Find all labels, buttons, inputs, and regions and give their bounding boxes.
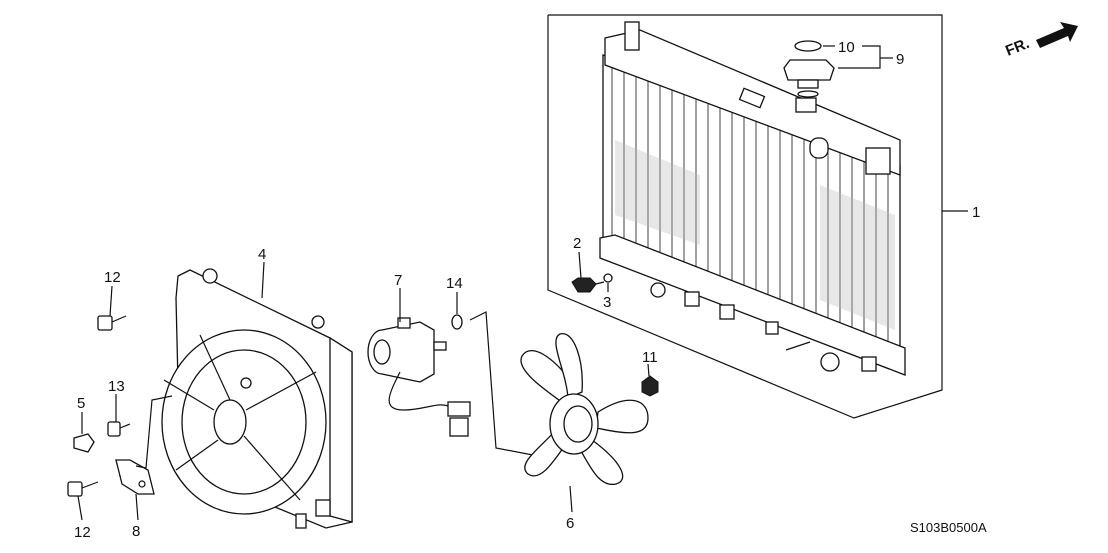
callout-flange-nut: 11 <box>642 349 658 366</box>
leader-bolt-bottom <box>77 495 83 521</box>
fan-blade-2 <box>555 333 583 399</box>
shroud-mount-mid <box>240 377 252 389</box>
upper-tank-tab <box>738 87 766 109</box>
leader-bolt-top <box>109 285 113 317</box>
upper-tank-bracket <box>865 147 891 175</box>
radiator <box>547 14 943 419</box>
leader-flange-nut <box>647 363 650 377</box>
direction-label: FR. <box>1003 35 1032 60</box>
direction-arrow-icon <box>1036 22 1078 48</box>
cap-gasket <box>797 90 819 98</box>
callout-fan: 6 <box>566 515 574 532</box>
callout-clip-nut: 5 <box>77 395 85 412</box>
callout-bolt-mid: 13 <box>108 378 125 395</box>
bracket <box>115 459 155 495</box>
radiator-fins <box>611 60 889 364</box>
motor-mount-top <box>397 317 411 329</box>
clip-nut <box>73 433 95 453</box>
upper-hose-neck <box>809 137 829 159</box>
leader-shroud <box>261 261 265 299</box>
leader-bracket <box>135 493 139 521</box>
shroud-tab <box>295 513 307 529</box>
lower-tank-tab <box>684 291 700 307</box>
cap-stem <box>797 79 819 89</box>
front-direction-arrow: FR. <box>1003 22 1078 60</box>
drain-plug <box>571 277 605 293</box>
callout-shroud: 4 <box>258 246 266 263</box>
o-ring <box>603 273 613 283</box>
callout-radiator: 1 <box>972 204 980 221</box>
fan-shroud <box>161 268 353 529</box>
radiator-group-frame <box>547 14 943 419</box>
callout-bracket: 8 <box>132 523 140 540</box>
leader-drain-plug <box>578 251 582 279</box>
lower-tank-tab-3 <box>765 321 779 335</box>
shroud-mount-top <box>202 268 218 284</box>
callout-motor: 7 <box>394 272 402 289</box>
cap-body <box>783 59 835 81</box>
fan-hub-inner <box>563 405 593 443</box>
lower-tank-tab-2 <box>719 304 735 320</box>
shroud-mount-bottom <box>315 499 331 517</box>
diagram-code: S103B0500A <box>910 520 987 535</box>
flange-nut <box>641 375 659 397</box>
lower-outlet <box>650 282 666 298</box>
upper-tank-post <box>624 21 640 51</box>
fan-motor <box>367 317 471 437</box>
radiator-lower-tank <box>599 234 906 376</box>
motor-shaft-boss <box>373 339 391 365</box>
shroud-mount-right <box>311 315 325 329</box>
motor-connector-plug <box>449 417 469 437</box>
filler-neck <box>795 97 817 113</box>
callout-cap: 9 <box>896 51 904 68</box>
bolt-bottom <box>67 481 99 497</box>
motor-wire <box>388 371 453 411</box>
motor-shaft <box>433 341 447 351</box>
leader-fan-assembly <box>469 311 539 457</box>
lower-hose-neck <box>820 352 840 372</box>
callout-o-ring: 3 <box>603 294 611 311</box>
shroud-side <box>329 336 353 523</box>
radiator-cap <box>783 40 835 98</box>
leader-cap <box>838 45 881 69</box>
drain-cock <box>785 341 811 351</box>
leader-bracket-link <box>135 395 173 469</box>
washer <box>451 314 463 330</box>
cap-seal <box>794 40 822 52</box>
radiator-shade <box>615 140 700 245</box>
cooling-fan <box>520 333 649 485</box>
fan-blade-3 <box>595 399 649 434</box>
radiator-shade-right <box>820 185 895 330</box>
shroud-hub <box>213 399 247 445</box>
bolt-top <box>97 315 127 331</box>
callout-bolt-bottom: 12 <box>74 524 91 541</box>
fan-blade-4 <box>577 439 624 485</box>
shroud-spokes <box>163 334 317 501</box>
leader-fan <box>569 485 573 513</box>
callout-washer: 14 <box>446 275 463 292</box>
bolt-mid <box>107 421 131 437</box>
motor-body <box>381 321 435 383</box>
motor-connector <box>447 401 471 417</box>
lower-tank-tab-4 <box>861 356 877 372</box>
callout-bolt-top: 12 <box>104 269 121 286</box>
callout-cap-seal: 10 <box>838 39 855 56</box>
callout-drain-plug: 2 <box>573 235 581 252</box>
